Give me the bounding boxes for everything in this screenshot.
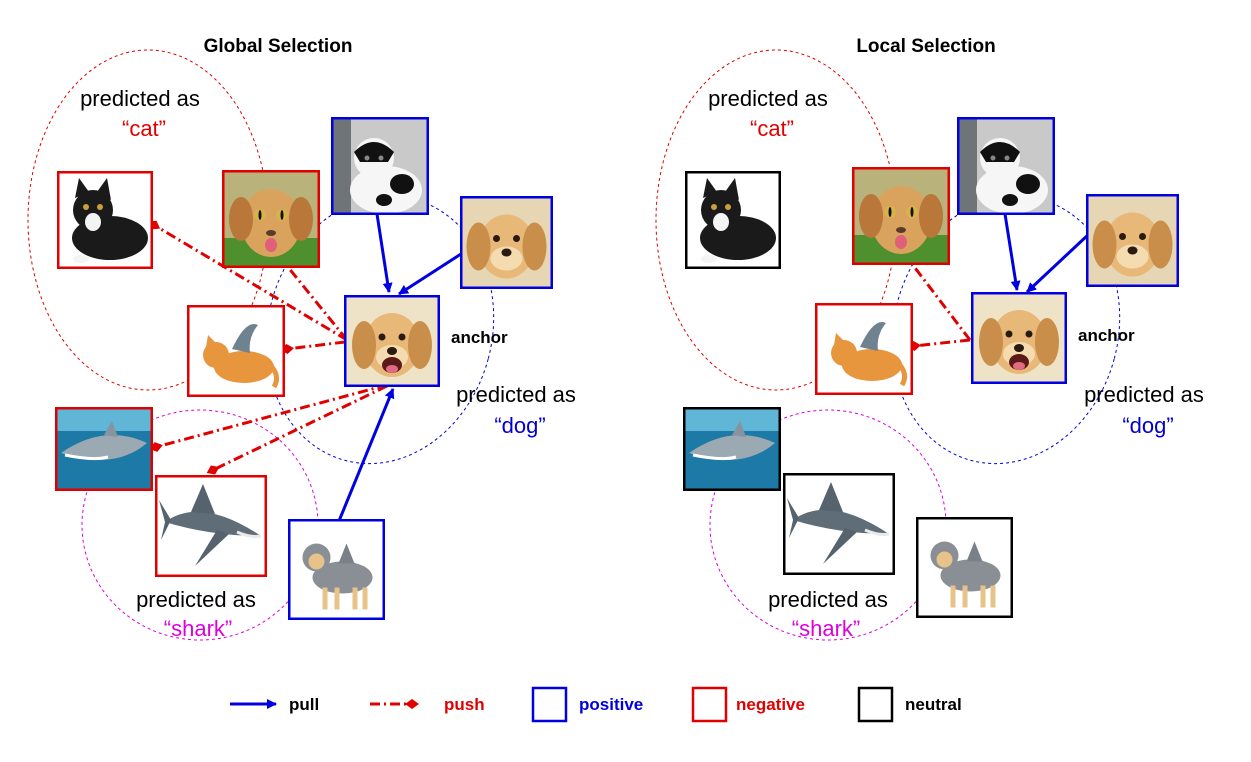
shark-photo-tile — [783, 473, 895, 575]
positive-frame — [344, 295, 440, 387]
cat-with-shark-fin-photo-tile — [815, 303, 913, 395]
legend-item-push: push — [370, 695, 485, 714]
push-arrow — [280, 340, 346, 354]
red-square-icon — [691, 686, 728, 723]
negative-frame — [187, 305, 285, 397]
black-white-cat-photo-tile — [331, 117, 429, 215]
local-selection-panel: Local Selection predicted as “cat” predi… — [655, 36, 1204, 641]
cat-photo-tile — [57, 171, 153, 269]
negative-frame — [222, 170, 320, 268]
push-arrows — [147, 220, 388, 475]
golden-puppy-photo-tile — [1086, 194, 1179, 287]
cat-class-label: “cat” — [122, 116, 166, 141]
push-arrow — [147, 220, 348, 342]
anchor-label: anchor — [1078, 326, 1135, 345]
positive-frame — [460, 196, 553, 289]
legend-item-pull: pull — [230, 695, 319, 714]
shark-class-label: “shark” — [792, 616, 860, 641]
pull-arrows — [1003, 213, 1091, 294]
shark-underwater-photo-tile — [683, 407, 781, 491]
golden-puppy-photo-tile — [460, 196, 553, 289]
cat-class-label: “cat” — [750, 116, 794, 141]
positive-frame — [331, 117, 429, 215]
pull-arrow — [1025, 232, 1091, 294]
legend-item-negative: negative — [691, 686, 805, 723]
cat-photo-tile — [685, 171, 781, 269]
positive-frame — [971, 292, 1067, 384]
neutral-frame — [683, 407, 781, 491]
legend-label: positive — [579, 695, 643, 714]
shark-class-label: “shark” — [164, 616, 232, 641]
legend-label: neutral — [905, 695, 962, 714]
legend-item-neutral: neutral — [857, 686, 962, 723]
pull-arrow — [337, 388, 395, 522]
push-arrow — [901, 250, 972, 341]
negative-frame — [815, 303, 913, 395]
positive-frame — [957, 117, 1055, 215]
panel-title: Local Selection — [856, 36, 995, 57]
negative-frame — [852, 167, 950, 265]
push-arrow — [907, 338, 971, 351]
negative-frame — [55, 407, 153, 491]
positive-frame — [288, 519, 385, 620]
dog-in-shark-costume-photo-tile — [916, 517, 1013, 618]
legend-label: pull — [289, 695, 319, 714]
shark-photo-tile — [155, 475, 267, 577]
black-white-cat-photo-tile — [957, 117, 1055, 215]
push-arrow — [274, 250, 349, 341]
negative-frame — [155, 475, 267, 577]
dog-class-label: “dog” — [494, 413, 545, 438]
pull-arrow — [375, 213, 393, 293]
cat-region-label: predicted as — [708, 86, 828, 111]
anchor-puppy-photo-tile — [971, 292, 1067, 384]
dog-in-shark-costume-photo-tile — [288, 519, 385, 620]
dog-region-label: predicted as — [456, 382, 576, 407]
dog-class-label: “dog” — [1122, 413, 1173, 438]
blue-square-icon — [531, 686, 568, 723]
neutral-frame — [685, 171, 781, 269]
shark-underwater-photo-tile — [55, 407, 153, 491]
pull-arrows — [337, 213, 462, 522]
pull-arrow — [1003, 213, 1021, 291]
anchor-puppy-photo-tile — [344, 295, 440, 387]
cat-face-on-dog-photo-tile — [222, 170, 320, 268]
global-selection-panel: Global Selection predicted as “cat” pred… — [27, 36, 576, 641]
push-arrow — [206, 384, 388, 475]
pull-arrow — [398, 252, 462, 296]
positive-frame — [1086, 194, 1179, 287]
shark-region-label: predicted as — [136, 587, 256, 612]
panel-title: Global Selection — [204, 36, 353, 57]
cat-region-label: predicted as — [80, 86, 200, 111]
legend-label: negative — [736, 695, 805, 714]
cat-face-on-dog-photo-tile — [852, 167, 950, 265]
black-square-icon — [857, 686, 894, 723]
neutral-frame — [783, 473, 895, 575]
push-arrows — [901, 250, 972, 351]
legend-label: push — [444, 695, 485, 714]
shark-region-label: predicted as — [768, 587, 888, 612]
dog-region-label: predicted as — [1084, 382, 1204, 407]
cat-with-shark-fin-photo-tile — [187, 305, 285, 397]
legend-item-positive: positive — [531, 686, 643, 723]
neutral-frame — [916, 517, 1013, 618]
legend: pull push positive negative neutral — [230, 686, 962, 723]
negative-frame — [57, 171, 153, 269]
anchor-label: anchor — [451, 328, 508, 347]
